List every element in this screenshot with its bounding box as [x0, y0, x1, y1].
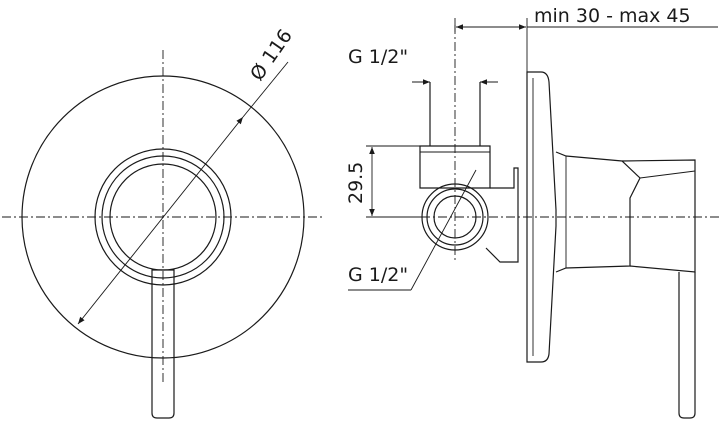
g12-bottom-label: G 1/2": [348, 264, 408, 286]
side-view: G 1/2" 29.5 G 1/2" min 30 - max 45: [345, 5, 720, 419]
g12-bottom-leader: [410, 169, 477, 291]
handle-body-right: [621, 159, 696, 273]
lever-handle-side: [678, 272, 696, 419]
handle-body-left: [555, 151, 641, 273]
handle-body-chamfer: [639, 170, 696, 179]
valve-body-side: [485, 167, 519, 263]
wall-range-label: min 30 - max 45: [534, 5, 691, 27]
lever-handle-front: [151, 269, 175, 419]
front-view: Ø 116: [2, 25, 322, 419]
offset-label: 29.5: [345, 162, 367, 204]
diameter-leader-line: [242, 61, 289, 118]
cover-plate-outer-circle: [21, 75, 305, 359]
cover-plate-profile: [526, 71, 557, 363]
inlet-bore: [433, 195, 477, 239]
inlet-thread-ring: [426, 188, 484, 246]
diameter-dimension-line: [77, 116, 244, 325]
diameter-label: Ø 116: [246, 25, 297, 85]
g12-top-label: G 1/2": [348, 46, 408, 68]
